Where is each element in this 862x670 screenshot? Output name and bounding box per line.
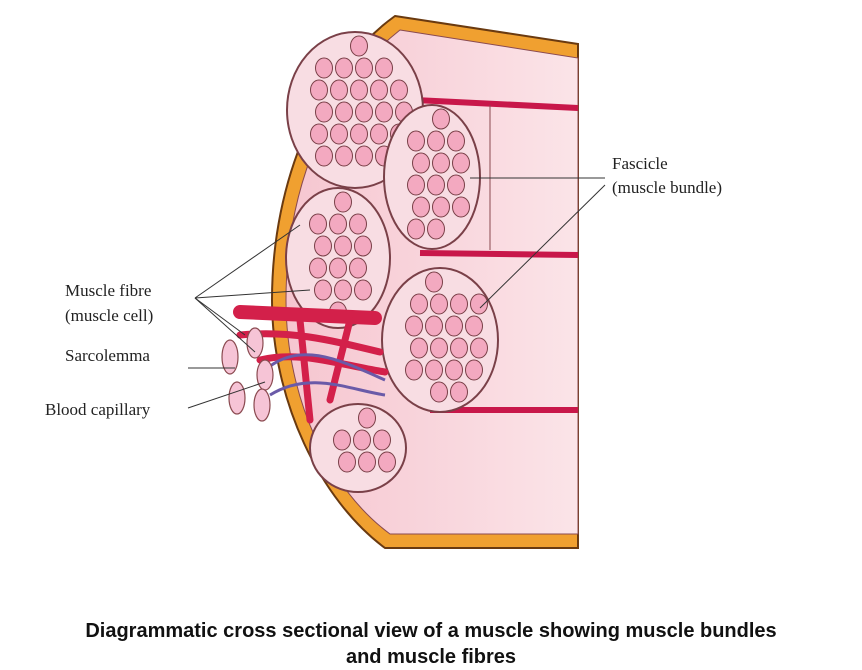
label-fascicle: Fascicle [612, 154, 668, 173]
muscle-fibre-cell [432, 196, 450, 218]
muscle-fibre-cell [354, 235, 372, 257]
muscle-fibre-cell [427, 218, 445, 240]
muscle-fibre-cell [353, 429, 371, 451]
muscle-fibre-cell [309, 257, 327, 279]
muscle-fibre-cell [407, 218, 425, 240]
muscle-fibre-cell [405, 359, 423, 381]
muscle-fibre-cell [350, 79, 368, 101]
muscle-fibre-cell [465, 359, 483, 381]
leader-lines [187, 177, 606, 409]
muscle-fibre-cell [335, 145, 353, 167]
muscle-fibre-cell [338, 451, 356, 473]
muscle-fibre-cell [334, 279, 352, 301]
fascicle [309, 403, 407, 493]
muscle-fibre-cell [370, 123, 388, 145]
muscle-fibre-cell [330, 79, 348, 101]
muscle-fibre-cell [452, 196, 470, 218]
fascicle [383, 104, 481, 250]
muscle-fibre-cell [335, 57, 353, 79]
muscle-fibre-cell [315, 57, 333, 79]
fascicle [285, 187, 391, 329]
muscle-fibre-cell [335, 101, 353, 123]
muscle-fibre-cell [447, 130, 465, 152]
muscle-fibre-cell [427, 174, 445, 196]
muscle-fibre-cell [309, 213, 327, 235]
muscle-fibre-cell [375, 101, 393, 123]
muscle-fibre-cell [412, 152, 430, 174]
muscle-fibre-cell [427, 130, 445, 152]
muscle-fibre-cell [375, 57, 393, 79]
muscle-fibre-cell [314, 279, 332, 301]
muscle-fibre-cell [470, 293, 488, 315]
label-sarcolemma: Sarcolemma [65, 346, 150, 365]
muscle-fibre-cell [465, 315, 483, 337]
muscle-fibre-cell [349, 213, 367, 235]
muscle-fibre-cell [412, 196, 430, 218]
muscle-fibre-cell [425, 271, 443, 293]
muscle-fibre-cell [358, 451, 376, 473]
fascicle [381, 267, 499, 413]
muscle-fibre-cell [430, 293, 448, 315]
muscle-fibre-cell [334, 191, 352, 213]
muscle-fibre-cell [445, 315, 463, 337]
muscle-fibre-cell [445, 359, 463, 381]
muscle-fibre-cell [350, 123, 368, 145]
muscle-fibre-cell [355, 57, 373, 79]
muscle-fibre-cell [432, 108, 450, 130]
label-muscle-fibre-sub: (muscle cell) [65, 306, 154, 325]
muscle-fibre-cell [390, 79, 408, 101]
muscle-fibre-cell [447, 174, 465, 196]
muscle-fibre-cell [452, 152, 470, 174]
muscle-fibre-cell [310, 123, 328, 145]
muscle-fibre-cell [373, 429, 391, 451]
muscle-fibre-cell [314, 235, 332, 257]
muscle-fibre-cell [407, 174, 425, 196]
label-fascicle-sub: (muscle bundle) [612, 178, 722, 197]
muscle-fibre-cell [370, 79, 388, 101]
muscle-fibre-cell [358, 407, 376, 429]
muscle-fibre-cell [349, 257, 367, 279]
muscle-fibre-cell [410, 293, 428, 315]
muscle-fibre-cell [310, 79, 328, 101]
muscle-fibre-cell [315, 145, 333, 167]
cut-muscle-fibres [221, 327, 274, 422]
muscle-fibre-cell [315, 101, 333, 123]
muscle-fibre-cell [450, 337, 468, 359]
caption-line-1: Diagrammatic cross sectional view of a m… [85, 620, 777, 642]
caption-line-2: and muscle fibres [345, 646, 517, 668]
muscle-fibre-cell [450, 381, 468, 403]
muscle-fibre-cell [355, 145, 373, 167]
muscle-fibre-cell [430, 381, 448, 403]
muscle-fibre-cell [425, 359, 443, 381]
muscle-fibre-cell [450, 293, 468, 315]
muscle-fibre-cell [329, 257, 347, 279]
muscle-fibre-cell [354, 279, 372, 301]
muscle-fibre-cell [430, 337, 448, 359]
muscle-fibre-cell [425, 315, 443, 337]
label-blood-capillary: Blood capillary [45, 400, 151, 419]
muscle-fibre-cell [330, 123, 348, 145]
muscle-fibre-cell [334, 235, 352, 257]
muscle-fibre-cell [407, 130, 425, 152]
muscle-fibre-cell [405, 315, 423, 337]
nerves [264, 353, 386, 397]
muscle-fibre-cell [350, 35, 368, 57]
muscle-fibre-cell [470, 337, 488, 359]
muscle-fibre-cell [378, 451, 396, 473]
muscle-fibre-cell [410, 337, 428, 359]
muscle-fibre-cell [333, 429, 351, 451]
muscle-fibre-cell [432, 152, 450, 174]
muscle-fibre-cell [355, 101, 373, 123]
label-muscle-fibre: Muscle fibre [65, 281, 152, 300]
muscle-fibre-cell [329, 213, 347, 235]
